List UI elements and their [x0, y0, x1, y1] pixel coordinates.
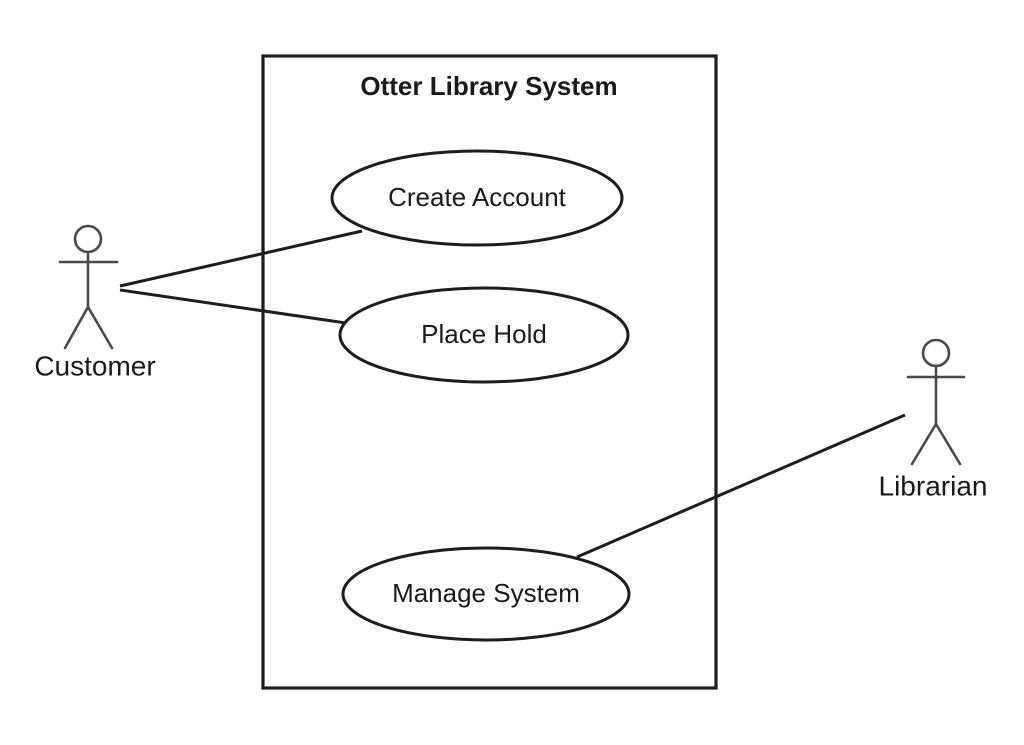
actor-librarian[interactable]: Librarian — [879, 338, 988, 501]
actor-label: Librarian — [879, 470, 988, 501]
use-case-ellipse[interactable] — [330, 149, 624, 247]
use-case-ellipse[interactable] — [338, 286, 630, 384]
use-case-place-hold[interactable]: Place Hold — [338, 286, 630, 384]
actor-left-leg-icon — [910, 422, 938, 466]
use-case-label: Manage System — [392, 578, 580, 608]
actor-left-leg-icon — [63, 305, 90, 350]
association-librarian-manage-system[interactable] — [576, 413, 906, 559]
actor-head-icon — [73, 224, 103, 254]
actor-head-icon — [921, 338, 951, 368]
actor-right-leg-icon — [934, 422, 962, 466]
association-customer-place-hold[interactable] — [119, 288, 347, 325]
use-case-label: Create Account — [388, 182, 567, 212]
system-boundary-title: Otter Library System — [360, 71, 617, 101]
actor-right-leg-icon — [86, 305, 114, 350]
actor-customer[interactable]: Customer — [34, 224, 156, 381]
association-customer-create-account[interactable] — [119, 229, 363, 288]
use-case-label: Place Hold — [421, 319, 547, 349]
actor-label: Customer — [34, 350, 155, 381]
use-case-manage-system[interactable]: Manage System — [341, 546, 631, 642]
use-case-create-account[interactable]: Create Account — [330, 149, 624, 247]
use-case-ellipse[interactable] — [341, 546, 631, 642]
